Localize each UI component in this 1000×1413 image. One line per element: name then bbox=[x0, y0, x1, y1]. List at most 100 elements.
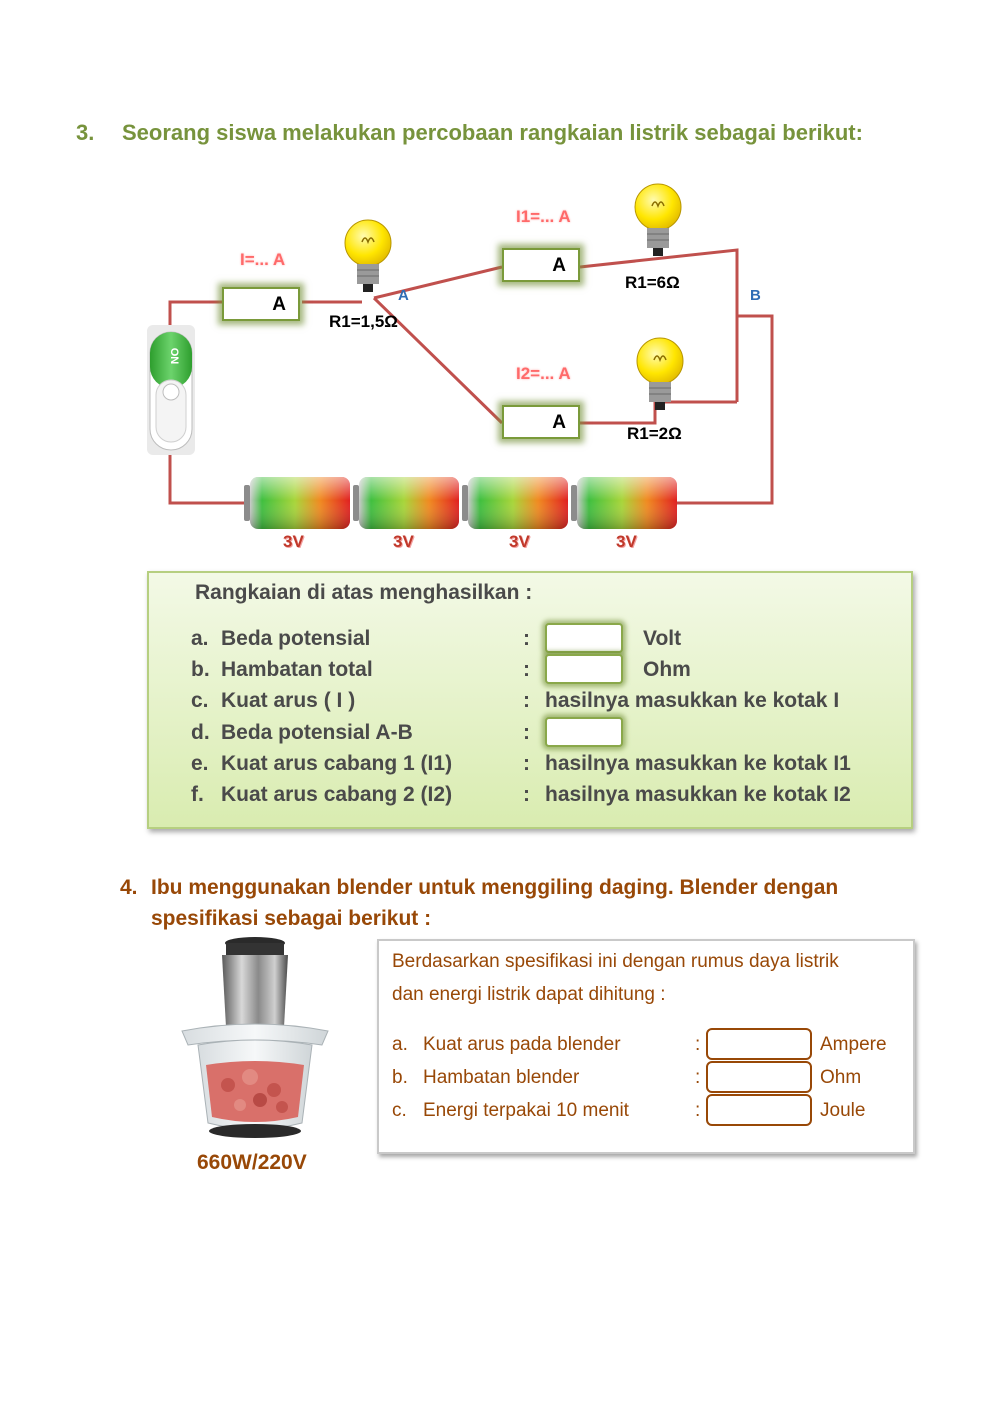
battery bbox=[571, 477, 677, 529]
battery-voltage-4: 3V bbox=[616, 532, 637, 551]
wire-branch2-right bbox=[580, 400, 737, 425]
bulb-main bbox=[344, 219, 392, 292]
item-letter: b. bbox=[191, 658, 210, 681]
bulb-branch2 bbox=[636, 337, 684, 410]
question-text-line1: Ibu menggunakan blender untuk menggiling… bbox=[151, 876, 839, 899]
question-number: 3. bbox=[76, 120, 95, 145]
wire-left-top bbox=[168, 300, 222, 330]
calc-row: a. Kuat arus pada blender : Ampere bbox=[392, 1028, 912, 1064]
item-label: Beda potensial bbox=[221, 627, 371, 650]
bulb-branch1 bbox=[634, 183, 682, 256]
answer-input-current[interactable] bbox=[706, 1028, 812, 1060]
wire-branch1-right bbox=[579, 248, 739, 402]
ammeter-branch1[interactable]: A bbox=[502, 248, 580, 282]
item-colon: : bbox=[523, 627, 530, 650]
battery bbox=[353, 477, 459, 529]
ammeter-main[interactable]: A bbox=[222, 287, 300, 321]
item-colon: : bbox=[523, 658, 530, 681]
wire-node-b bbox=[676, 314, 774, 505]
wire-left-bottom bbox=[168, 452, 244, 505]
item-letter: f. bbox=[191, 783, 204, 806]
blender-spec: 660W/220V bbox=[197, 1151, 307, 1174]
item-colon: : bbox=[523, 783, 530, 806]
item-letter: a. bbox=[392, 1034, 408, 1055]
item-unit: Ampere bbox=[820, 1034, 887, 1055]
result-row: b. Hambatan total : Ohm bbox=[191, 654, 911, 688]
item-instruction: hasilnya masukkan ke kotak I bbox=[545, 689, 840, 712]
battery bbox=[244, 477, 350, 529]
item-colon: : bbox=[523, 721, 530, 744]
battery-voltage-2: 3V bbox=[393, 532, 414, 551]
battery bbox=[462, 477, 568, 529]
item-letter: d. bbox=[191, 721, 210, 744]
result-heading: Rangkaian di atas menghasilkan : bbox=[195, 581, 533, 604]
item-label: Energi terpakai 10 menit bbox=[423, 1100, 629, 1121]
result-panel: Rangkaian di atas menghasilkan : a. Beda… bbox=[147, 571, 913, 829]
item-unit: Ohm bbox=[643, 658, 691, 681]
intro-line2: dan energi listrik dapat dihitung : bbox=[392, 984, 666, 1005]
item-label: Beda potensial A-B bbox=[221, 721, 413, 744]
calc-row: b. Hambatan blender : Ohm bbox=[392, 1061, 912, 1097]
result-row: e. Kuat arus cabang 1 (I1) : hasilnya ma… bbox=[191, 752, 911, 782]
current-branch2-label: I2=... A bbox=[516, 364, 571, 383]
item-label: Kuat arus ( I ) bbox=[221, 689, 356, 712]
item-letter: c. bbox=[392, 1100, 407, 1121]
circuit-diagram: ON bbox=[147, 183, 774, 529]
item-label: Hambatan blender bbox=[423, 1067, 580, 1088]
wires bbox=[168, 248, 774, 505]
intro-line1: Berdasarkan spesifikasi ini dengan rumus… bbox=[392, 951, 839, 972]
item-label: Kuat arus cabang 1 (I1) bbox=[221, 752, 453, 775]
resistor-branch1-label: R1=6Ω bbox=[625, 273, 680, 292]
question-text: Seorang siswa melakukan percobaan rangka… bbox=[122, 120, 863, 145]
result-row: c. Kuat arus ( I ) : hasilnya masukkan k… bbox=[191, 689, 911, 719]
wire-node-a-upper bbox=[373, 265, 503, 300]
item-letter: a. bbox=[191, 627, 209, 650]
item-label: Hambatan total bbox=[221, 658, 373, 681]
node-a-label: A bbox=[398, 287, 409, 304]
item-letter: e. bbox=[191, 752, 209, 775]
answer-input-resistance[interactable] bbox=[706, 1061, 812, 1093]
battery-voltage-1: 3V bbox=[283, 532, 304, 551]
switch-on-label: ON bbox=[168, 348, 180, 365]
question-number: 4. bbox=[120, 876, 138, 899]
wire-node-a-lower bbox=[372, 296, 504, 425]
item-letter: c. bbox=[191, 689, 209, 712]
answer-input-total-resistance[interactable] bbox=[545, 654, 623, 684]
result-row: d. Beda potensial A-B : bbox=[191, 717, 911, 751]
item-unit: Volt bbox=[643, 627, 682, 650]
item-unit: Ohm bbox=[820, 1067, 862, 1088]
item-colon: : bbox=[695, 1067, 701, 1088]
blender-image bbox=[181, 937, 329, 1138]
answer-input-voltage[interactable] bbox=[545, 623, 623, 653]
answer-input-voltage-ab[interactable] bbox=[545, 717, 623, 747]
result-row: f. Kuat arus cabang 2 (I2) : hasilnya ma… bbox=[191, 783, 911, 813]
item-label: Kuat arus pada blender bbox=[423, 1034, 621, 1055]
battery-voltage-3: 3V bbox=[509, 532, 530, 551]
question-text-line2: spesifikasi sebagai berikut : bbox=[151, 907, 432, 930]
calculation-panel: Berdasarkan spesifikasi ini dengan rumus… bbox=[377, 939, 915, 1154]
item-letter: b. bbox=[392, 1067, 408, 1088]
item-colon: : bbox=[523, 752, 530, 775]
answer-input-energy[interactable] bbox=[706, 1094, 812, 1126]
item-colon: : bbox=[695, 1034, 701, 1055]
ammeter-branch2[interactable]: A bbox=[502, 405, 580, 439]
resistor-main-label: R1=1,5Ω bbox=[329, 312, 398, 331]
resistor-branch2-label: R1=2Ω bbox=[627, 424, 682, 443]
item-unit: Joule bbox=[820, 1100, 866, 1121]
item-colon: : bbox=[523, 689, 530, 712]
item-instruction: hasilnya masukkan ke kotak I2 bbox=[545, 783, 851, 806]
ammeter-label: A bbox=[552, 412, 566, 433]
result-row: a. Beda potensial : Volt bbox=[191, 623, 911, 657]
ammeter-label: A bbox=[552, 255, 566, 276]
item-label: Kuat arus cabang 2 (I2) bbox=[221, 783, 453, 806]
ammeter-label: A bbox=[272, 294, 286, 315]
item-instruction: hasilnya masukkan ke kotak I1 bbox=[545, 752, 851, 775]
current-total-label: I=... A bbox=[240, 250, 286, 269]
calc-row: c. Energi terpakai 10 menit : Joule bbox=[392, 1094, 912, 1130]
switch[interactable]: ON bbox=[147, 325, 195, 455]
question-3-title: 3. Seorang siswa melakukan percobaan rang… bbox=[76, 120, 863, 146]
batteries bbox=[244, 477, 677, 529]
node-b-label: B bbox=[750, 287, 761, 304]
item-colon: : bbox=[695, 1100, 701, 1121]
current-branch1-label: I1=... A bbox=[516, 207, 571, 226]
